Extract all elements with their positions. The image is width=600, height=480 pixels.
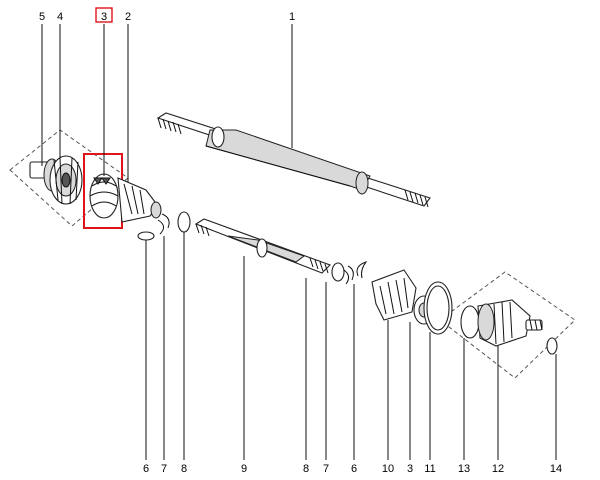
part-8-ring-left bbox=[177, 211, 191, 233]
callout-8-right: 8 bbox=[303, 463, 309, 475]
part-1-splines-left bbox=[157, 117, 182, 135]
callout-7-left: 7 bbox=[161, 463, 167, 475]
callout-11: 11 bbox=[424, 463, 435, 475]
part-3-boot-left bbox=[89, 173, 119, 219]
callout-14: 14 bbox=[550, 463, 562, 475]
callout-12: 12 bbox=[492, 463, 504, 475]
callout-7-right: 7 bbox=[323, 463, 329, 475]
part-11-clamp-ring bbox=[423, 281, 453, 335]
part-9-splines-left bbox=[195, 223, 210, 237]
callout-6-right: 6 bbox=[351, 463, 357, 475]
part-7-clip-right bbox=[343, 265, 354, 285]
callout-4: 4 bbox=[57, 11, 63, 23]
callout-3-right: 3 bbox=[407, 463, 413, 475]
callout-9: 9 bbox=[241, 463, 247, 475]
leader-lines bbox=[41, 24, 557, 460]
part-1-splines-right bbox=[404, 189, 429, 208]
part-9-shaft bbox=[194, 218, 331, 274]
part-1-shaft bbox=[156, 112, 431, 208]
part-7-clip-left bbox=[157, 213, 170, 235]
callout-5: 5 bbox=[39, 11, 45, 23]
part-13-ring bbox=[460, 305, 480, 339]
part-2-boot bbox=[117, 177, 162, 223]
inner-cv-joint-group-frame bbox=[439, 271, 576, 379]
callout-1: 1 bbox=[289, 11, 295, 23]
callout-10: 10 bbox=[382, 463, 394, 475]
highlight-box-callout-3 bbox=[95, 7, 113, 23]
part-14-ring bbox=[546, 337, 558, 355]
part-9-splines-right bbox=[309, 257, 329, 274]
callout-2: 2 bbox=[125, 11, 131, 23]
part-5-4-outer-cv-joint bbox=[29, 155, 83, 205]
callout-13: 13 bbox=[458, 463, 470, 475]
part-10-inner-boot bbox=[371, 269, 417, 321]
callout-6-left: 6 bbox=[143, 463, 149, 475]
part-6-ring-left bbox=[137, 231, 155, 241]
callout-8-left: 8 bbox=[181, 463, 187, 475]
part-12-inner-cv-joint bbox=[477, 299, 543, 347]
part-8-ring-right bbox=[331, 262, 345, 282]
part-6-ring-right bbox=[356, 261, 368, 279]
callout-3-highlighted: 3 bbox=[101, 11, 107, 23]
